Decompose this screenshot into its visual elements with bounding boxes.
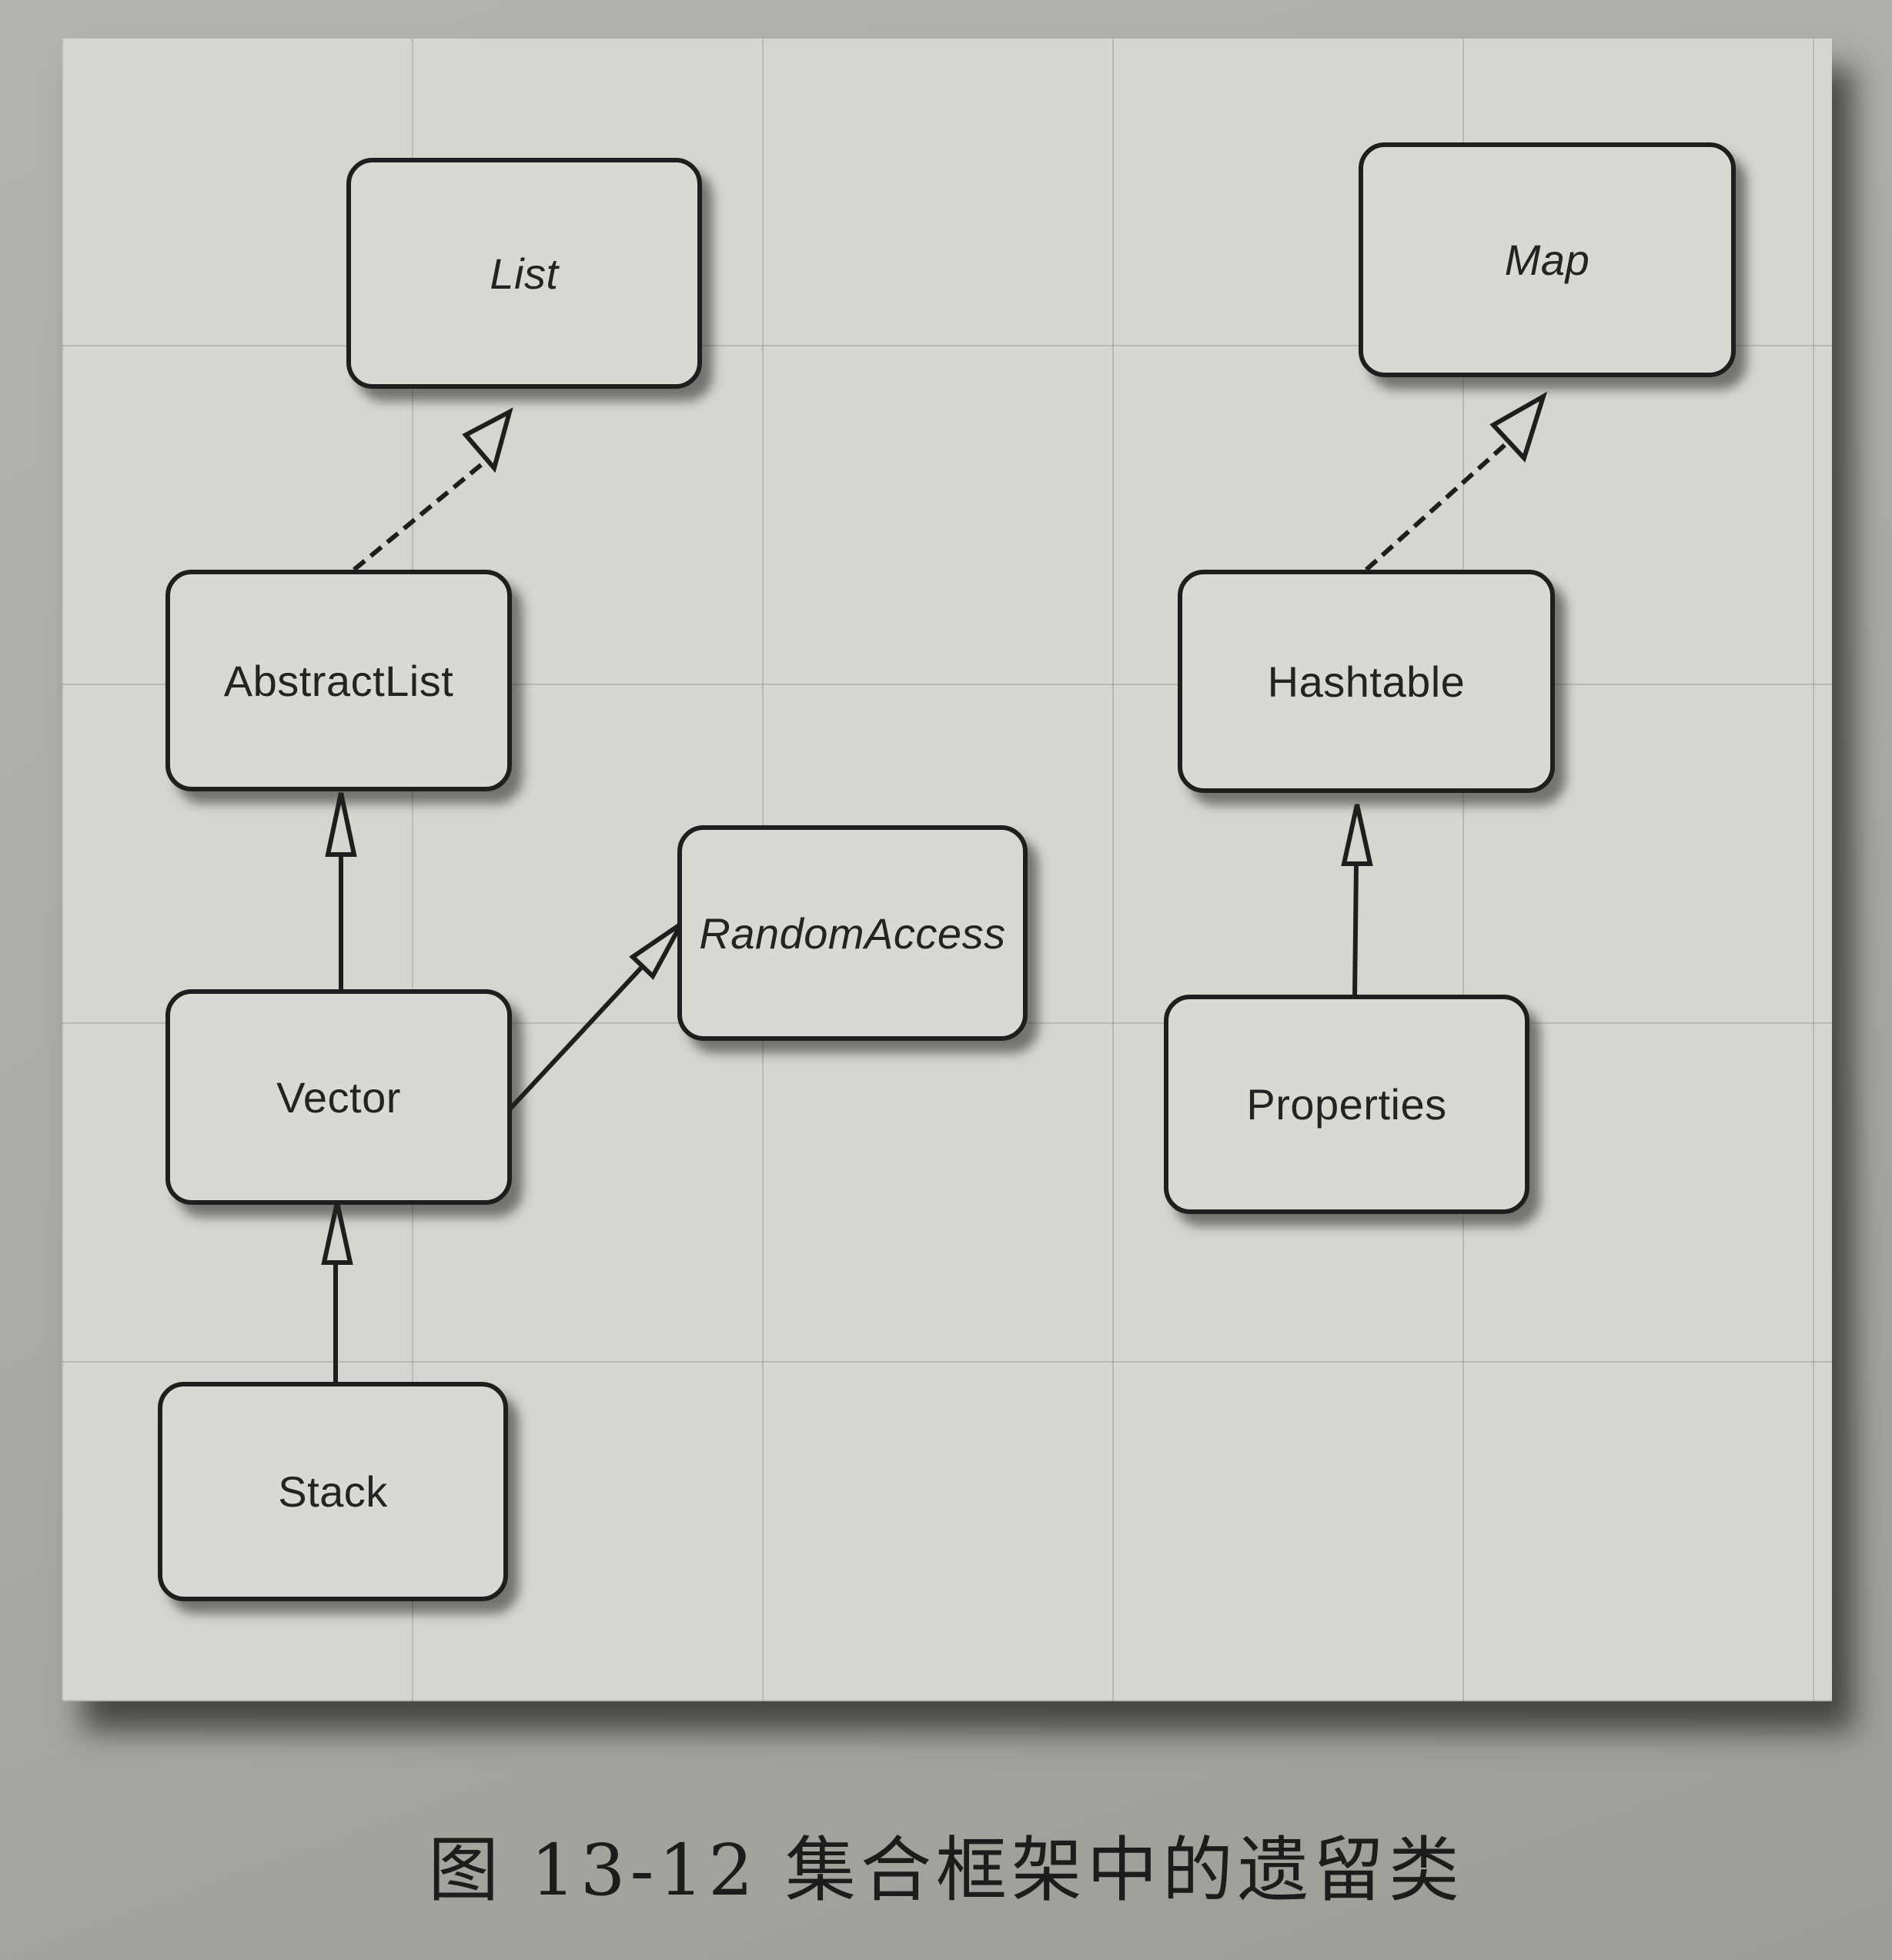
- node-label: Properties: [1246, 1080, 1447, 1129]
- node-label: Vector: [276, 1072, 401, 1122]
- edge-hashtable-to-map: [1364, 443, 1507, 572]
- node-stack: Stack: [158, 1382, 508, 1601]
- node-label: Stack: [278, 1467, 388, 1516]
- node-label: RandomAccess: [699, 908, 1006, 958]
- edge-abstractlist-to-list: [353, 458, 488, 572]
- hollow-arrowhead: [462, 407, 513, 473]
- node-list: List: [346, 158, 702, 389]
- figure-caption: 图 13-12 集合框架中的遗留类: [428, 1829, 1464, 1912]
- node-abstractlist: AbstractList: [165, 570, 512, 791]
- node-label: Map: [1504, 236, 1590, 284]
- node-vector: Vector: [165, 989, 512, 1205]
- hollow-arrowhead: [1489, 391, 1548, 463]
- hollow-arrowhead: [1341, 804, 1373, 866]
- node-randomaccess: RandomAccess: [677, 825, 1028, 1041]
- hollow-arrowhead: [325, 792, 357, 857]
- node-properties: Properties: [1164, 995, 1529, 1214]
- node-map: Map: [1359, 142, 1736, 377]
- node-label: AbstractList: [223, 656, 454, 705]
- node-label: Hashtable: [1267, 657, 1466, 706]
- node-label: List: [490, 249, 559, 298]
- node-hashtable: Hashtable: [1178, 570, 1555, 793]
- edge-properties-to-hashtable: [1352, 863, 1359, 998]
- edge-vector-to-randomaccess: [508, 964, 645, 1111]
- hollow-arrowhead: [321, 1202, 353, 1265]
- hollow-arrowhead: [629, 921, 684, 980]
